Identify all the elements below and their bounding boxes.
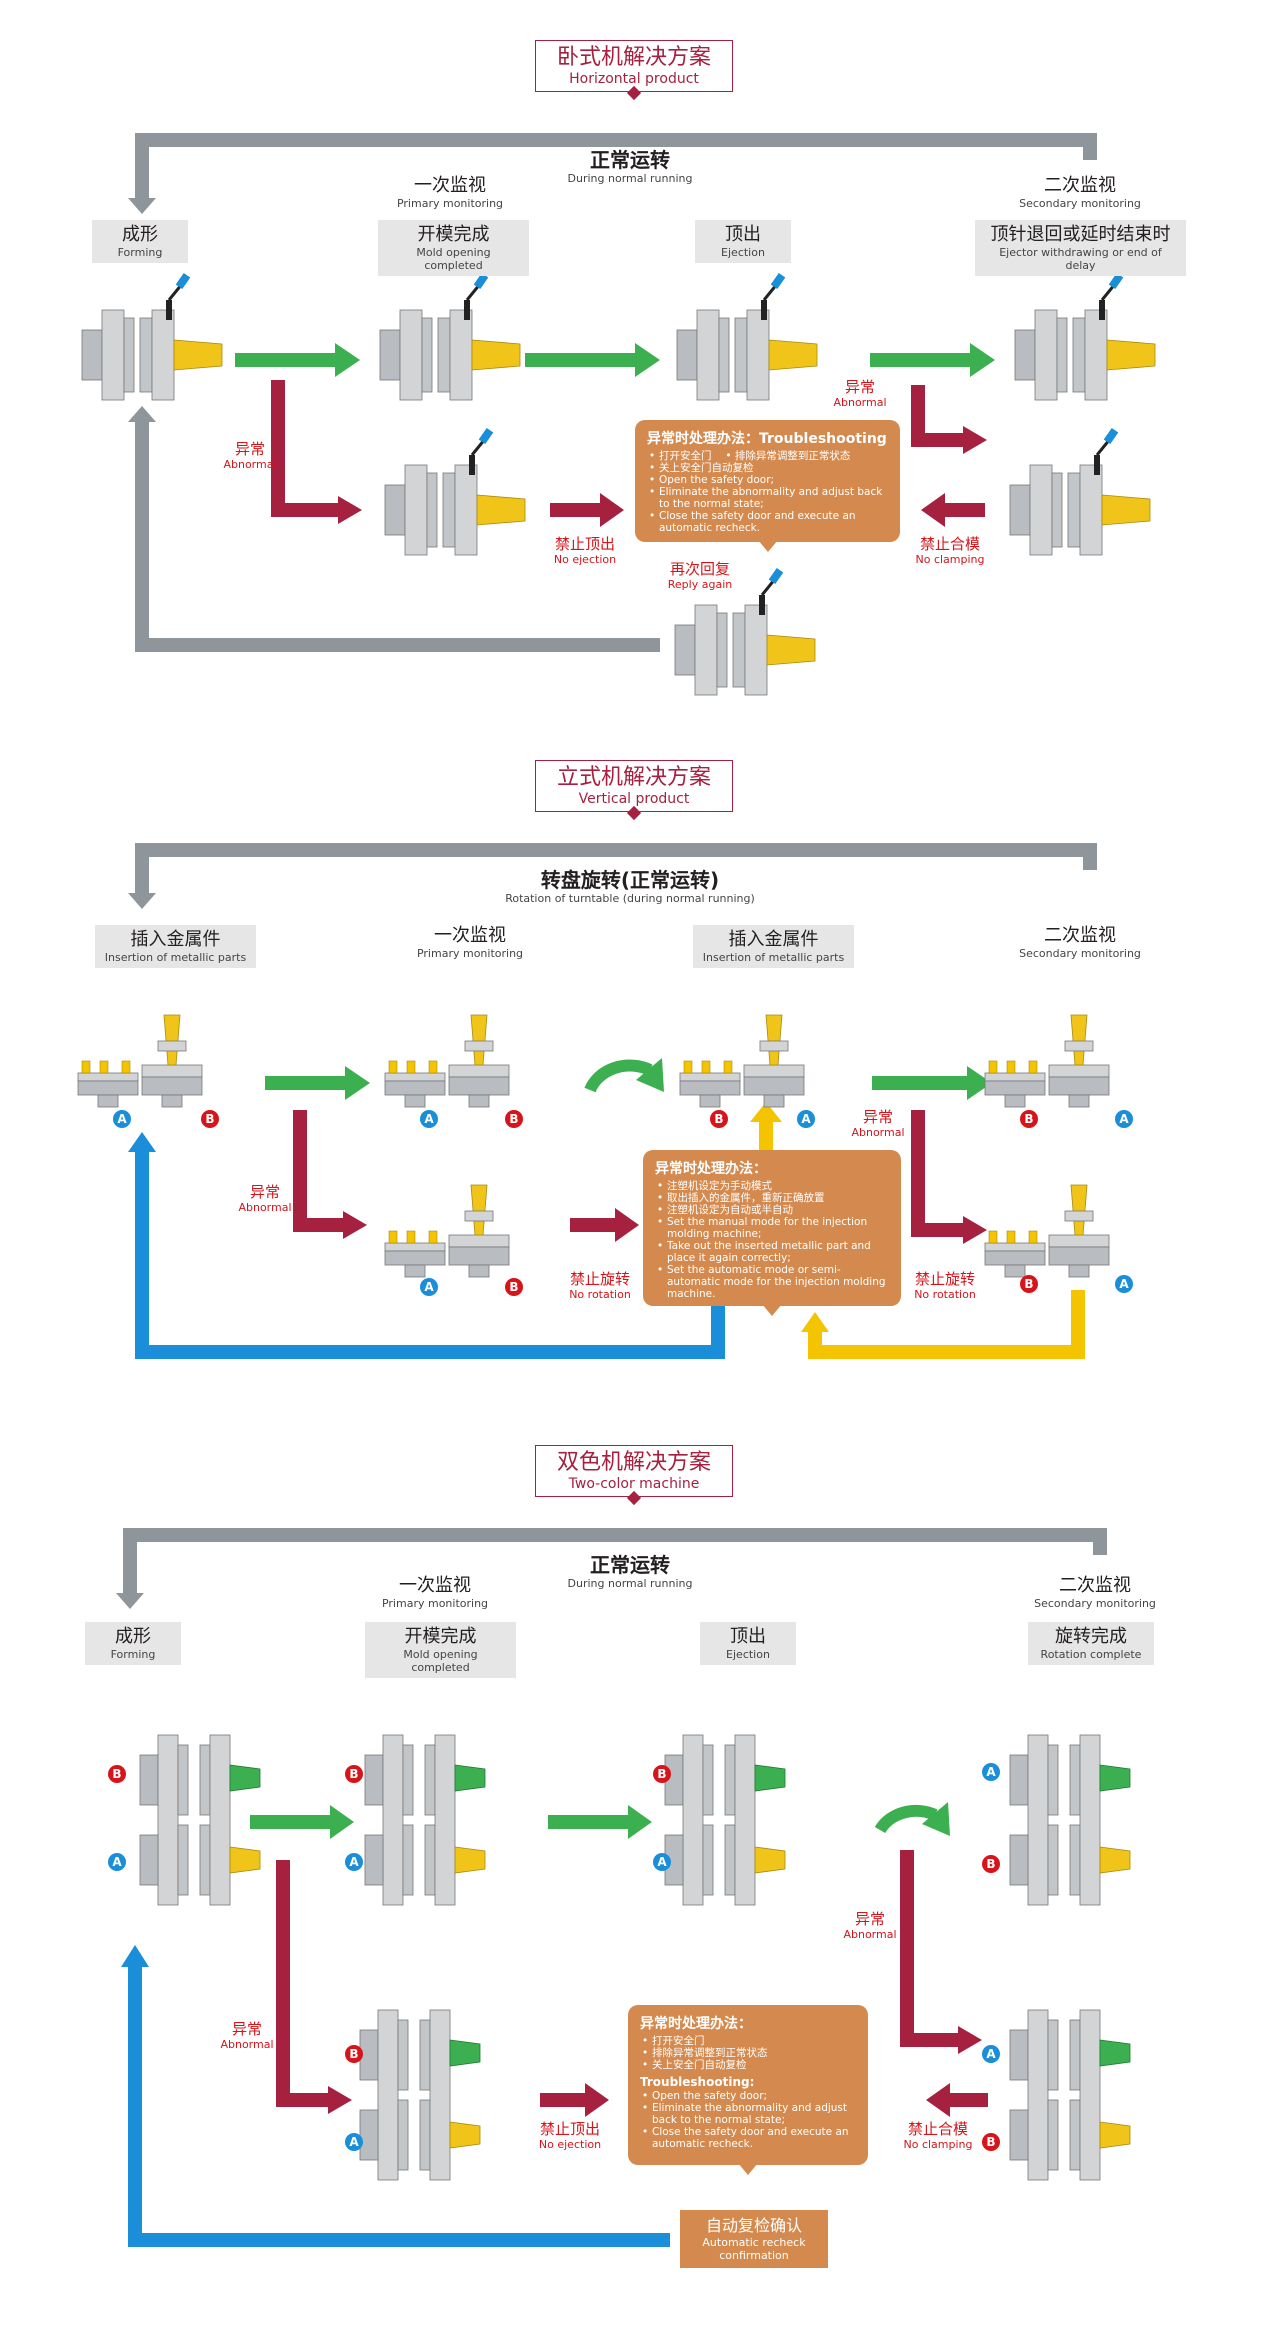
s1-return-top-arrow <box>135 133 1097 200</box>
s2-badge-b: B <box>1020 1110 1038 1128</box>
s2-badge-b: B <box>505 1110 523 1128</box>
s2-badge-a: A <box>420 1110 438 1128</box>
s3-green-arrows <box>250 1805 652 1839</box>
s3-automatic-recheck: 自动复检确认 Automatic recheck confirmation <box>680 2210 828 2268</box>
s3-badge-b: B <box>345 2045 363 2063</box>
s3-badge-a: A <box>653 1853 671 1871</box>
s3-badge-b: B <box>982 2133 1000 2151</box>
s3-troubleshooting-note: 异常时处理办法： 打开安全门 排除异常调整到正常状态 关上安全门自动复检 Tro… <box>628 2005 868 2175</box>
s3-badge-a: A <box>345 2133 363 2151</box>
s3-badge-a: A <box>982 1763 1000 1781</box>
s3-badge-a: A <box>108 1853 126 1871</box>
s2-badge-b: B <box>1020 1275 1038 1293</box>
s3-badge-a: A <box>982 2045 1000 2063</box>
s3-badge-b: B <box>653 1765 671 1783</box>
s3-center-label: 正常运转 During normal running <box>567 1553 693 1590</box>
s1-return-bottom-arrow <box>135 420 660 652</box>
s1-section-title: 卧式机解决方案 Horizontal product <box>535 40 733 92</box>
s2-badge-a: A <box>1115 1275 1133 1293</box>
s1-green-arrows <box>235 343 995 377</box>
s1-troubleshooting-note: 异常时处理办法：Troubleshooting 打开安全门 • 排除异常调整到正… <box>635 420 900 552</box>
s3-badge-a: A <box>345 1853 363 1871</box>
s2-badge-b: B <box>505 1278 523 1296</box>
s3-blue-loop-arrow <box>128 1965 670 2247</box>
s3-badge-b: B <box>345 1765 363 1783</box>
s2-green-arrows <box>265 1066 992 1100</box>
s2-maroon-arrows <box>293 1110 987 1244</box>
s2-troubleshooting-note: 异常时处理办法： 注塑机设定为手动模式 取出插入的金属件，重新正确放置 注塑机设… <box>643 1150 901 1316</box>
s2-section-title: 立式机解决方案 Vertical product <box>535 760 733 812</box>
s2-blue-loop-arrow <box>135 1150 725 1359</box>
s1-maroon-arrows <box>271 380 987 527</box>
s2-yellow-loop-arrow <box>808 1290 1085 1359</box>
s3-return-top-arrow <box>123 1528 1107 1595</box>
s3-badge-b: B <box>982 1855 1000 1873</box>
s3-badge-b: B <box>108 1765 126 1783</box>
s2-return-top-arrow <box>135 843 1097 895</box>
s2-rotation-arrow <box>584 1059 653 1093</box>
s3-rotation-arrow <box>874 1804 938 1834</box>
s2-badge-b: B <box>710 1110 728 1128</box>
s2-badge-b: B <box>201 1110 219 1128</box>
s2-badge-a: A <box>1115 1110 1133 1128</box>
s1-center-label: 正常运转 During normal running <box>567 148 693 185</box>
s2-badge-a: A <box>797 1110 815 1128</box>
s2-center-label: 转盘旋转(正常运转) Rotation of turntable (during… <box>505 868 755 905</box>
s3-section-title: 双色机解决方案 Two-color machine <box>535 1445 733 1497</box>
s2-badge-a: A <box>420 1278 438 1296</box>
s2-badge-a: A <box>113 1110 131 1128</box>
s3-maroon-arrows <box>276 1850 988 2117</box>
